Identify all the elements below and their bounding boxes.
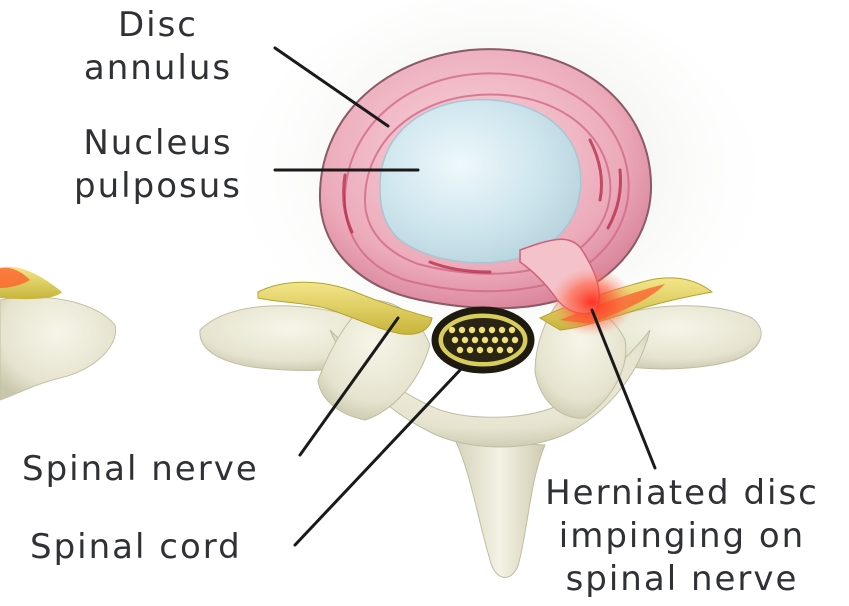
- nucleus-pulposus: [380, 100, 581, 263]
- label-disc-annulus: Disc annulus: [58, 4, 258, 90]
- adjacent-vertebra-left: [0, 267, 116, 400]
- label-spinal-cord-text: Spinal cord: [30, 526, 242, 569]
- label-spinal-cord: Spinal cord: [30, 526, 242, 569]
- inflammation-glow: [550, 268, 634, 336]
- label-disc-annulus-line1: Disc: [58, 4, 258, 47]
- label-nucleus-pulposus-line2: pulposus: [48, 165, 268, 208]
- label-herniated-disc-line1: Herniated disc: [522, 472, 842, 515]
- label-herniated-disc-line2: impinging on: [522, 515, 842, 558]
- label-herniated-disc: Herniated disc impinging on spinal nerve: [522, 472, 842, 601]
- label-disc-annulus-line2: annulus: [58, 47, 258, 90]
- label-spinal-nerve: Spinal nerve: [22, 448, 259, 491]
- label-nucleus-pulposus: Nucleus pulposus: [48, 122, 268, 208]
- label-nucleus-pulposus-line1: Nucleus: [48, 122, 268, 165]
- label-spinal-nerve-text: Spinal nerve: [22, 448, 259, 491]
- label-herniated-disc-line3: spinal nerve: [522, 558, 842, 601]
